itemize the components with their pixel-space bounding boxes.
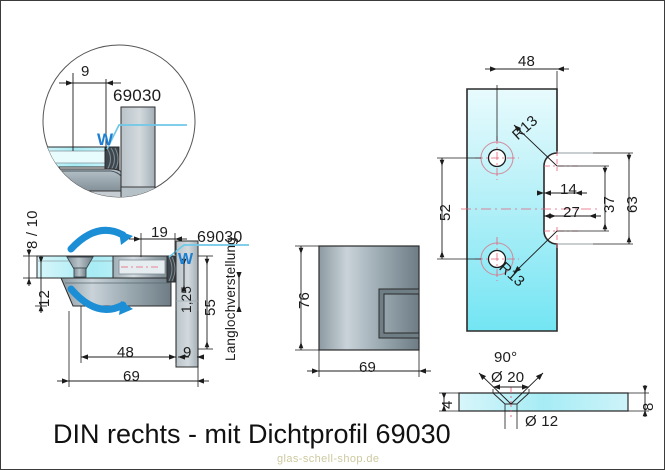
- dim-76-label: 76: [296, 291, 313, 309]
- dim-19-label: 19: [151, 224, 169, 241]
- dim-dia-12-label: Ø 12: [525, 413, 559, 430]
- dim-dia-20-label: Ø 20: [491, 369, 525, 386]
- dim-angle-90-label: 90°: [494, 349, 518, 366]
- langlochverstellung-label: Langlochverstellung: [223, 237, 238, 361]
- dim-4-label: 4: [439, 400, 456, 409]
- dim-12-label: 12: [36, 289, 53, 307]
- detail-circle-group: [42, 44, 196, 198]
- front-view-group: [295, 245, 431, 377]
- detail-marker-w: W: [97, 130, 114, 149]
- dim-69-front-label: 69: [359, 359, 377, 376]
- dim-8-10-label: 8 / 10: [24, 210, 41, 249]
- drawing-title: DIN rechts - mit Dichtprofil 69030: [53, 419, 451, 449]
- glass-cutout-group: [437, 66, 633, 332]
- dim-9-side-label: 9: [183, 344, 192, 361]
- shop-watermark: glas-schell-shop.de: [277, 453, 380, 465]
- dim-27-label: 27: [563, 204, 581, 221]
- mounting-hole-bottom: [475, 237, 519, 281]
- dim-48-label: 48: [117, 344, 135, 361]
- side-callout-69030: 69030: [197, 229, 243, 246]
- countersink-detail-group: [439, 372, 649, 429]
- dim-48-glass-label: 48: [518, 53, 536, 70]
- mounting-hole-top: [475, 136, 519, 180]
- dim-14-label: 14: [560, 181, 578, 198]
- dim-8-label: 8: [640, 402, 657, 411]
- side-marker-w: W: [178, 251, 194, 268]
- dim-1-25-label: 1,25: [179, 285, 194, 313]
- dim-9-detail-label: 9: [81, 63, 90, 80]
- detail-callout-69030: 69030: [113, 86, 162, 105]
- dim-55-label: 55: [202, 298, 219, 316]
- side-view-group: [23, 226, 249, 387]
- dim-37-label: 37: [601, 195, 618, 213]
- dim-52-label: 52: [437, 203, 454, 221]
- dim-63-label: 63: [624, 195, 641, 213]
- dim-69-side-label: 69: [123, 368, 141, 385]
